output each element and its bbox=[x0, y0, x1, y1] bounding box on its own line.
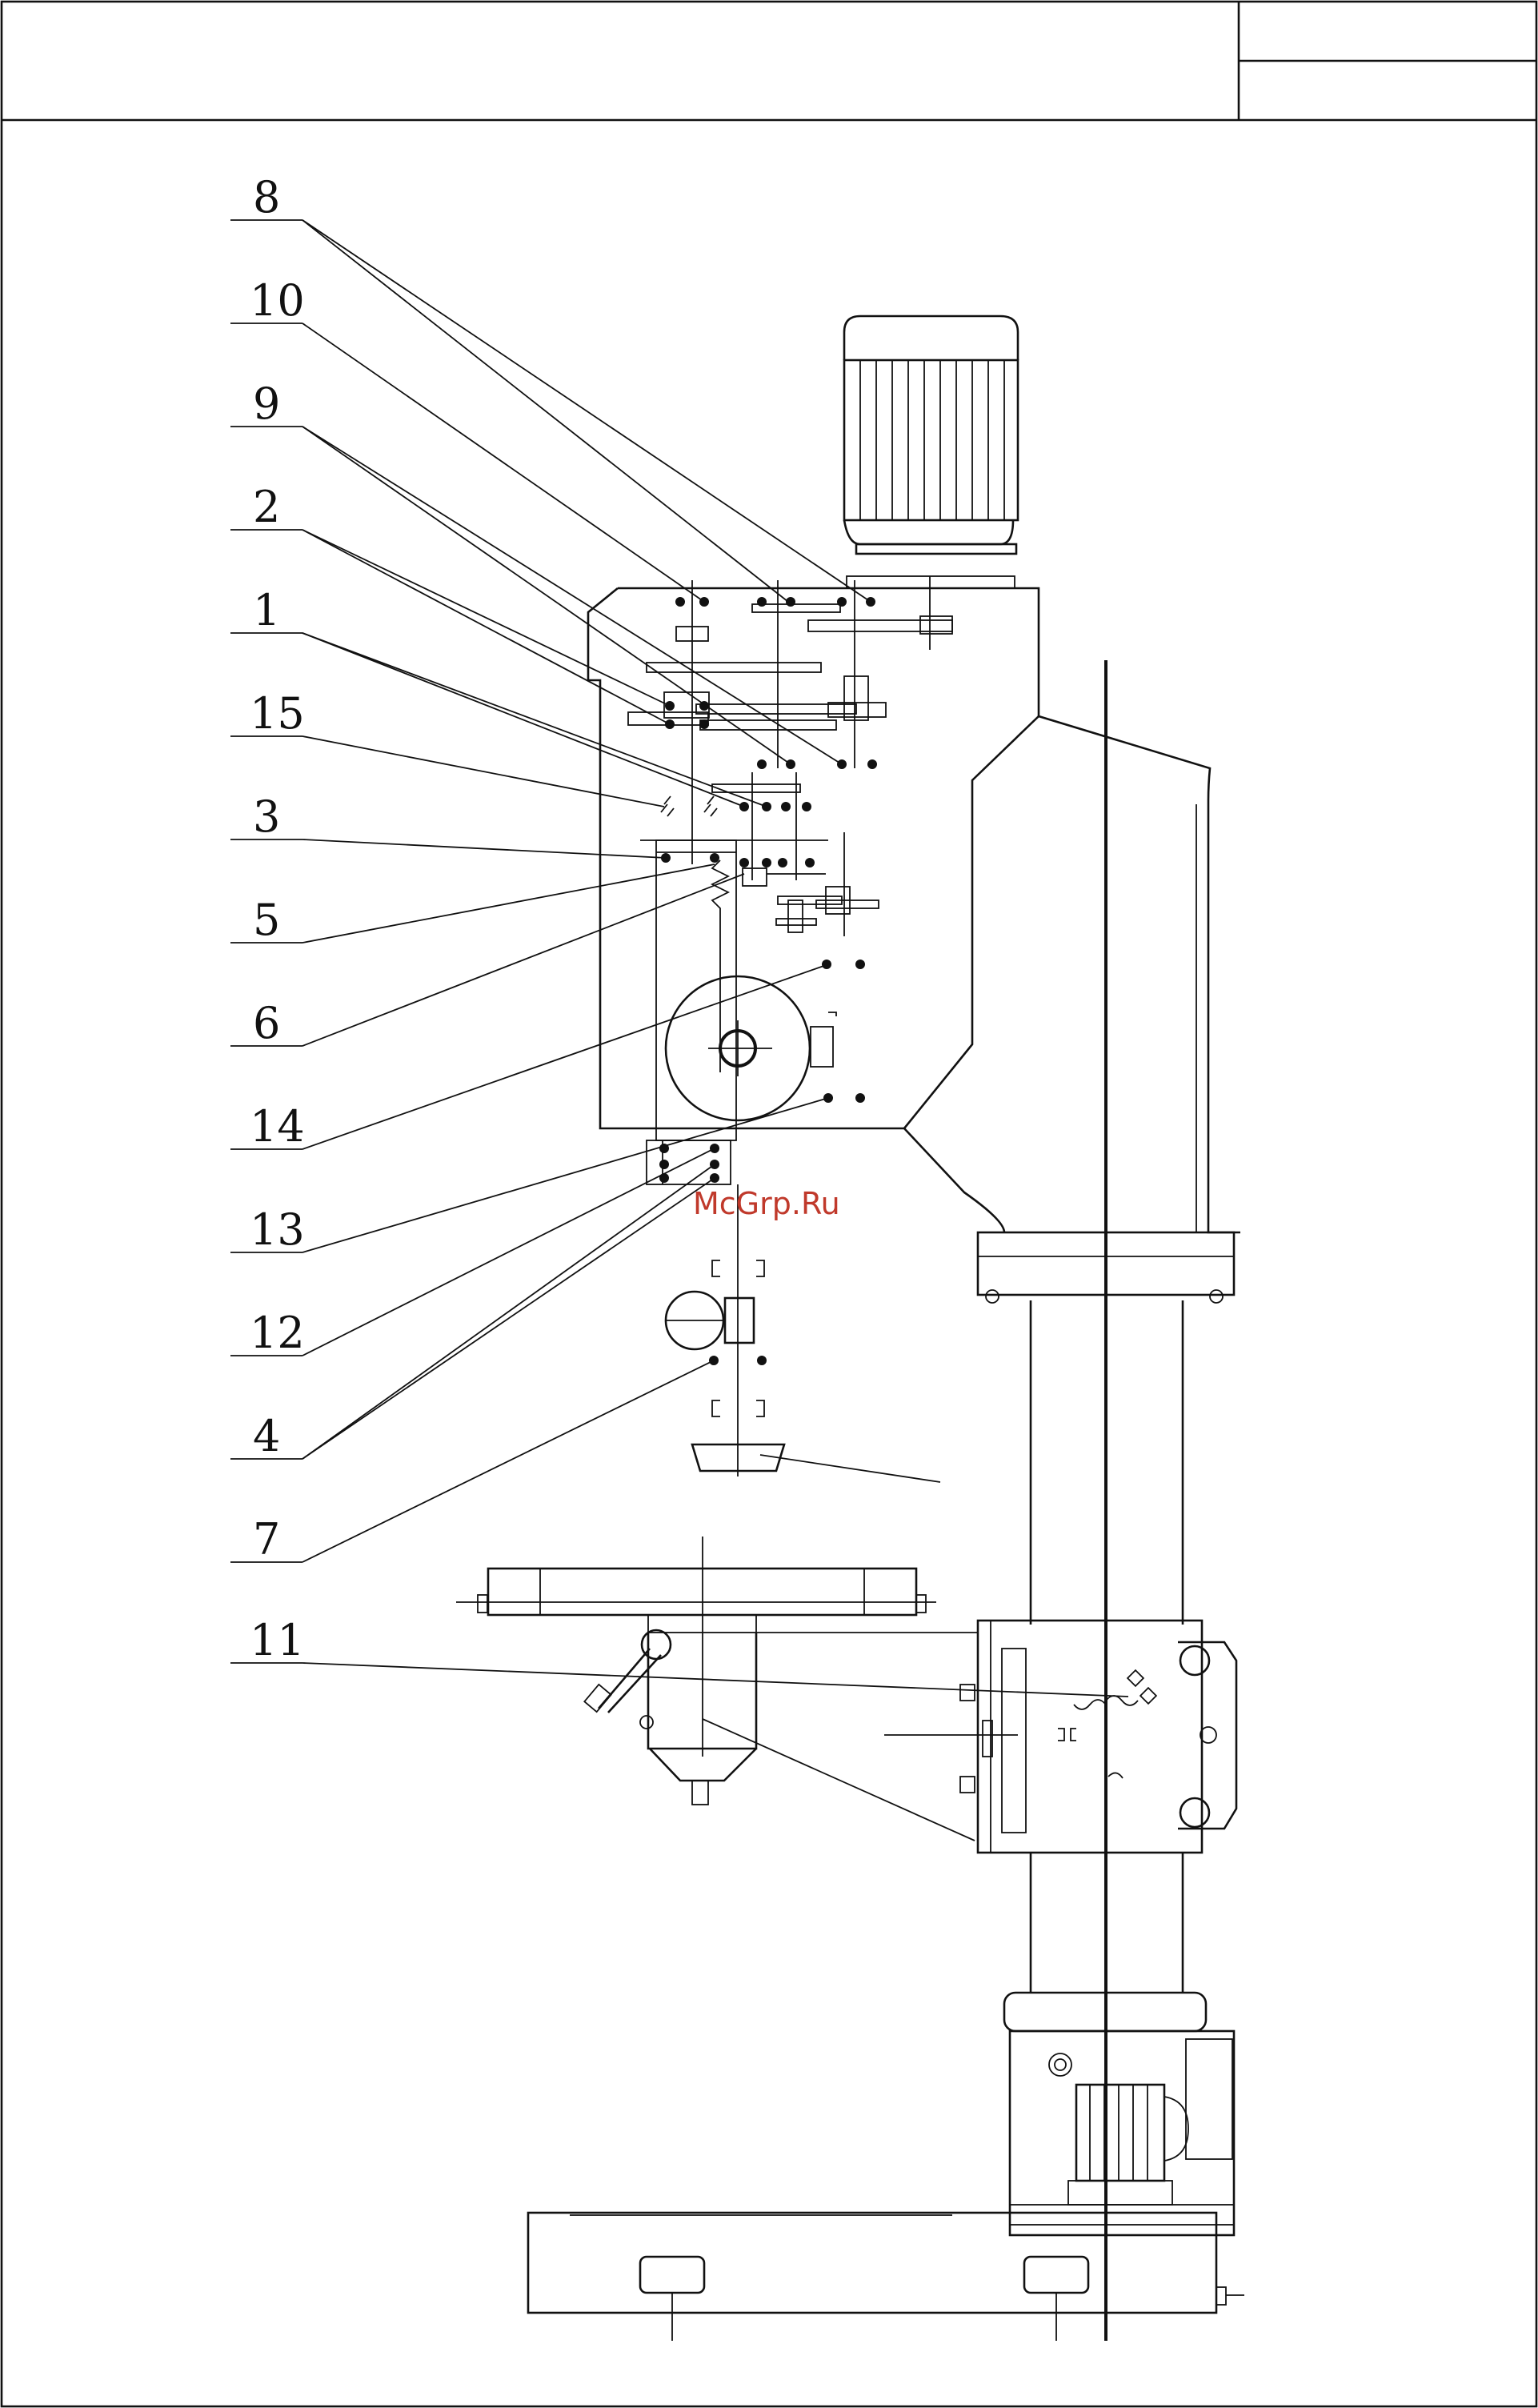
base bbox=[528, 2031, 1244, 2341]
head-casing bbox=[588, 588, 1240, 1232]
callout-10: 10 bbox=[250, 275, 305, 326]
callout-9: 9 bbox=[253, 379, 280, 429]
table-bracket bbox=[884, 1621, 1236, 1853]
watermark-text: McGrp.Ru bbox=[693, 1186, 840, 1221]
callout-7: 7 bbox=[253, 1514, 280, 1565]
callout-13: 13 bbox=[250, 1204, 305, 1255]
callout-14: 14 bbox=[250, 1101, 305, 1152]
leader-lines bbox=[230, 220, 1128, 1697]
wick-marks-15 bbox=[661, 796, 717, 816]
callout-5: 5 bbox=[253, 895, 280, 945]
callout-8: 8 bbox=[253, 172, 280, 222]
spindle bbox=[666, 1184, 940, 1482]
machine-drawing bbox=[456, 316, 1244, 2341]
column bbox=[978, 660, 1234, 2341]
callout-labels: 8 10 9 2 1 15 3 5 6 14 13 12 4 7 11 bbox=[250, 172, 305, 1665]
callout-1: 1 bbox=[253, 585, 280, 635]
gearbox-internals bbox=[628, 580, 952, 1184]
callout-6: 6 bbox=[253, 998, 280, 1048]
callout-2: 2 bbox=[253, 482, 280, 532]
callout-4: 4 bbox=[253, 1411, 280, 1461]
worktable bbox=[456, 1537, 978, 1841]
callout-12: 12 bbox=[250, 1308, 305, 1358]
callout-15: 15 bbox=[250, 688, 305, 739]
callout-3: 3 bbox=[253, 791, 280, 842]
callout-11: 11 bbox=[250, 1615, 305, 1665]
